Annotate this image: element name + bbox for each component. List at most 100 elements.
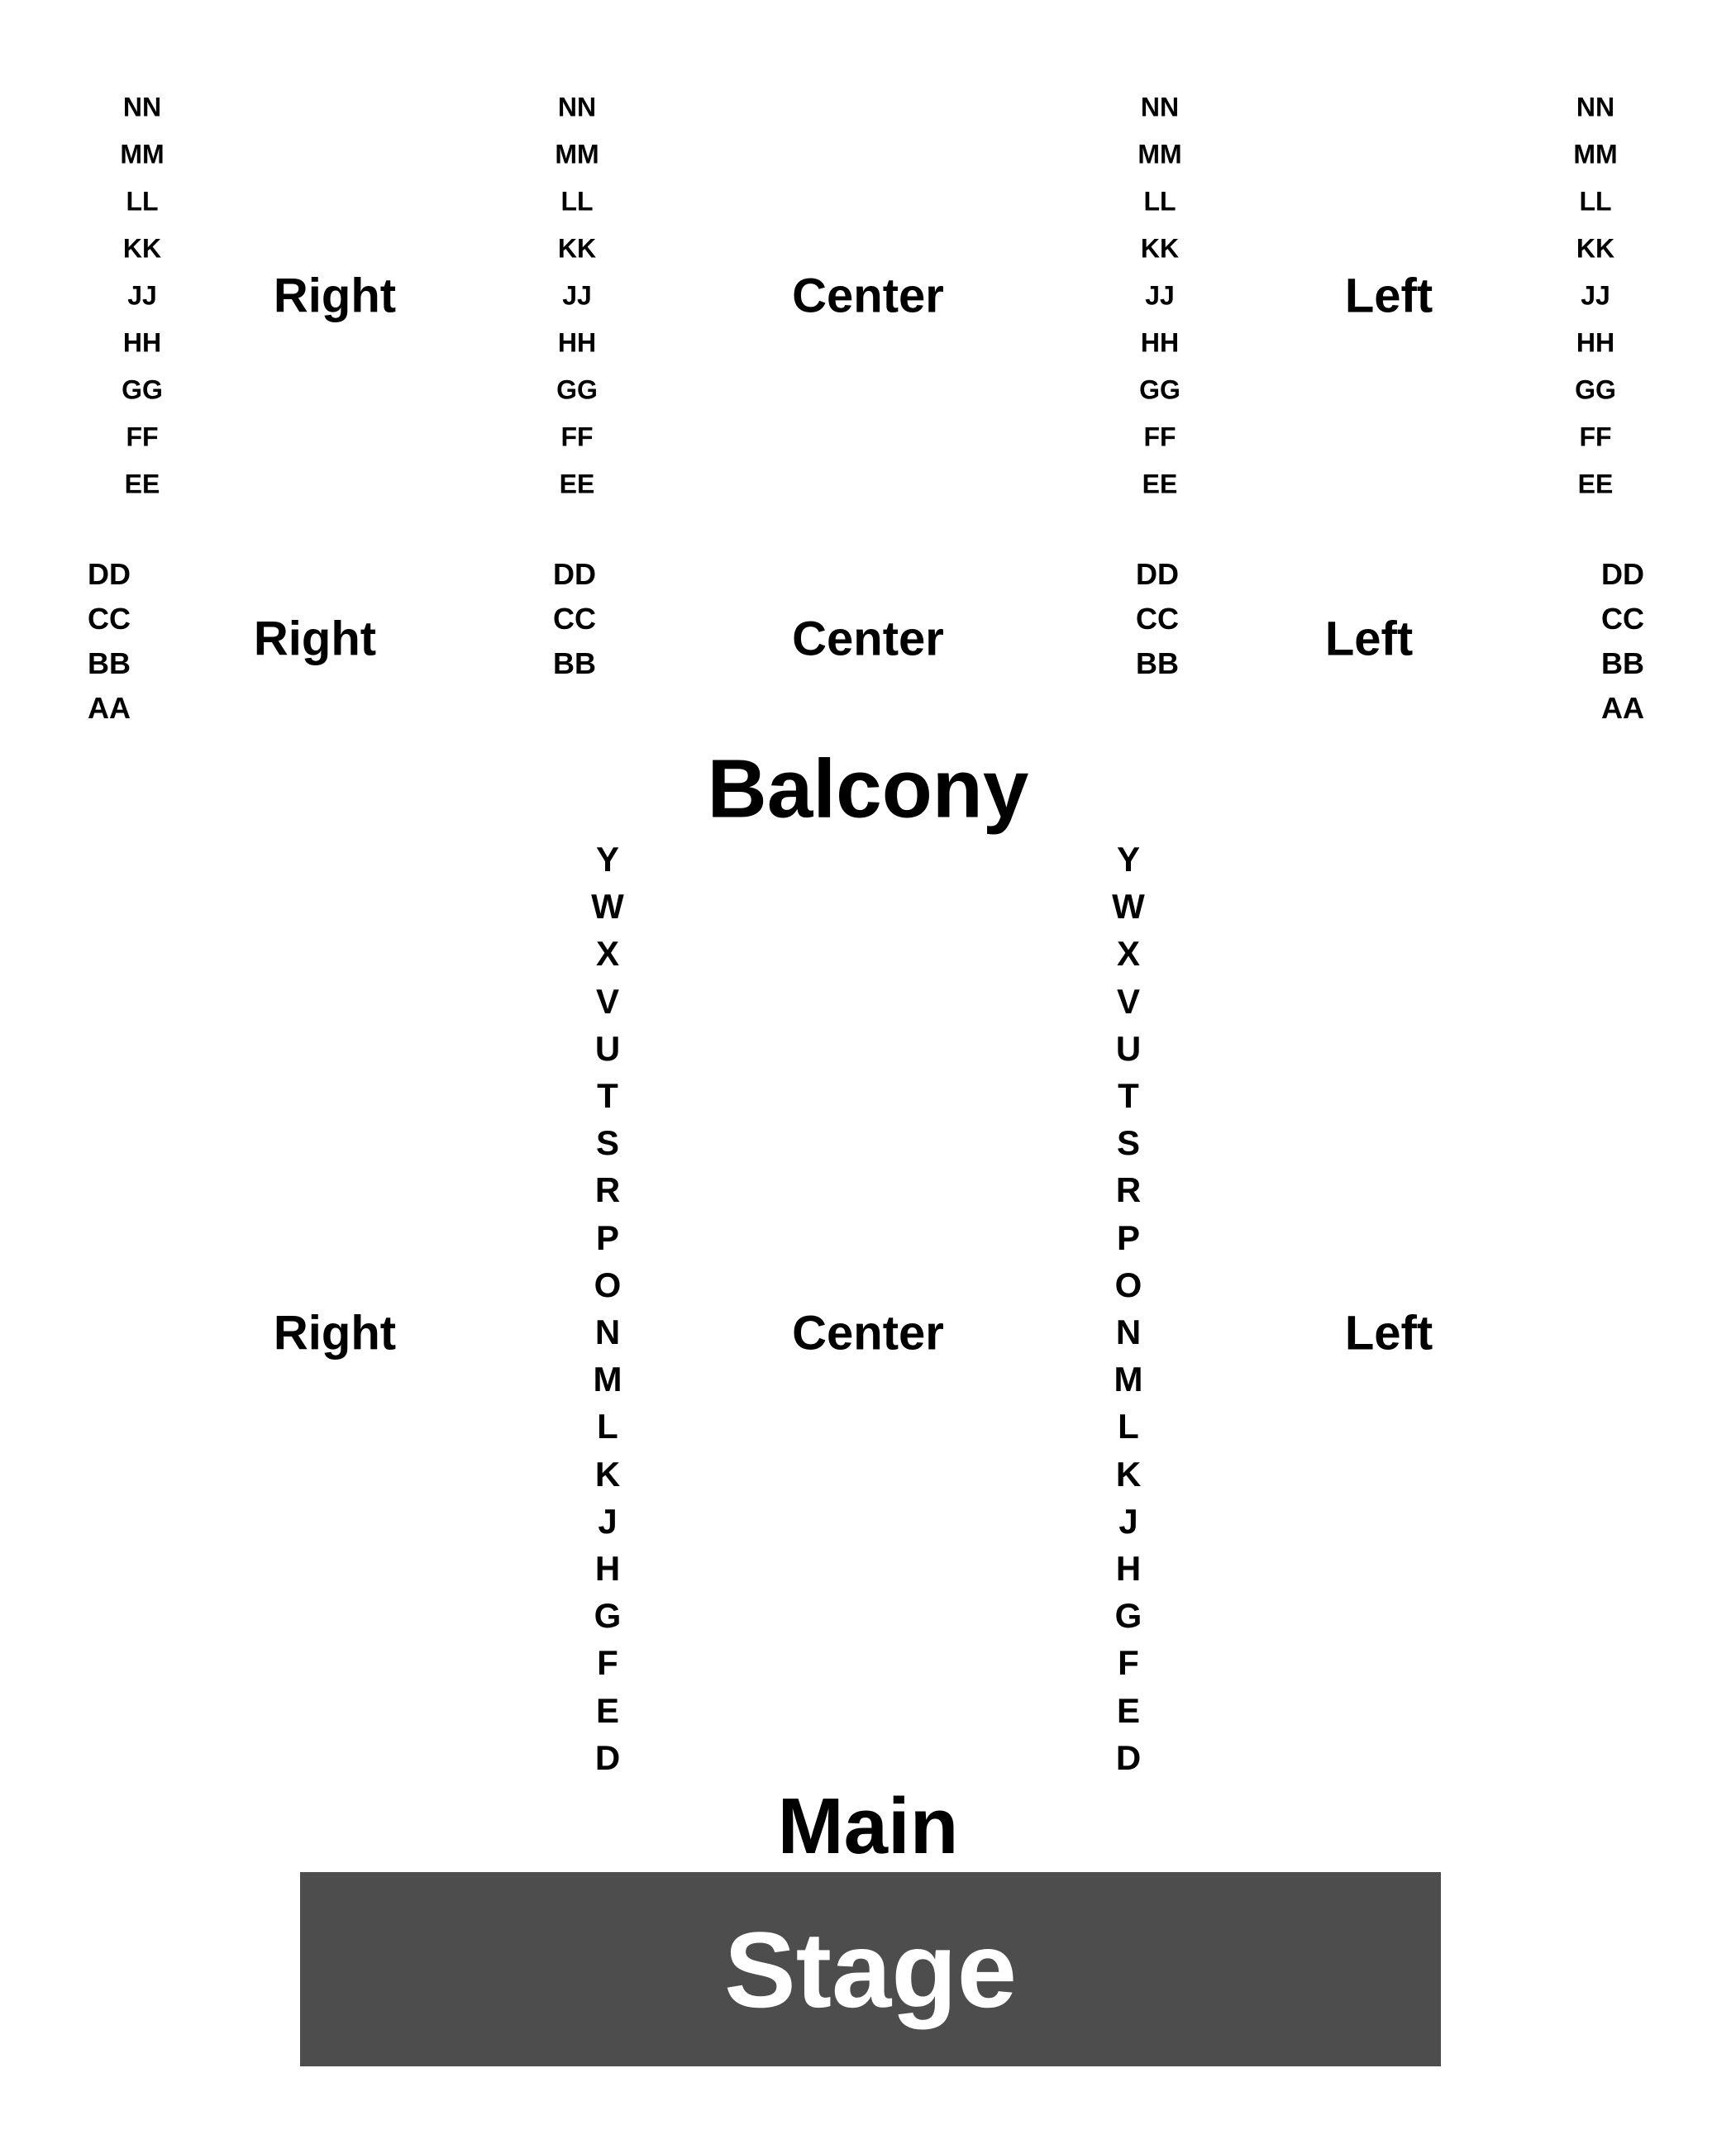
row-label: K [1115, 1454, 1142, 1494]
row-label: EE [124, 469, 160, 499]
row-label: X [595, 934, 619, 974]
row-label: E [595, 1690, 619, 1730]
row-label: KK [1576, 233, 1615, 264]
row-label: MM [120, 139, 165, 169]
row-label: U [1115, 1028, 1142, 1068]
row-label: F [597, 1643, 618, 1683]
row-label: FF [1143, 422, 1176, 452]
row-label: Y [595, 840, 619, 879]
row-label: W [591, 887, 624, 927]
row-label: LL [1143, 186, 1176, 217]
row-label: R [594, 1170, 621, 1210]
row-label: HH [1140, 327, 1180, 358]
row-label: LL [126, 186, 159, 217]
row-label: G [594, 1596, 622, 1636]
main-right-section-label: Right [273, 1306, 397, 1360]
row-label: JJ [127, 280, 157, 311]
row-label: GG [1575, 374, 1616, 405]
row-label: G [1114, 1596, 1142, 1636]
row-label: O [1114, 1265, 1142, 1304]
row-label: CC [88, 602, 131, 636]
row-label: R [1115, 1170, 1142, 1210]
row-label: J [598, 1501, 618, 1541]
row-label: KK [557, 233, 597, 264]
row-label: FF [126, 422, 159, 452]
row-label: JJ [1145, 280, 1175, 311]
balcony-upper-center-section-label: Center [792, 269, 944, 323]
row-label: S [1116, 1123, 1140, 1163]
row-label: V [1116, 981, 1140, 1021]
row-label: P [1116, 1217, 1140, 1257]
row-label: NN [557, 92, 597, 122]
row-label: J [1118, 1501, 1138, 1541]
row-label: KK [122, 233, 162, 264]
main-center-section-label: Center [792, 1306, 944, 1360]
row-label: H [1115, 1549, 1142, 1588]
row-label: P [595, 1217, 619, 1257]
row-label: JJ [1581, 280, 1610, 311]
row-label: MM [555, 139, 599, 169]
row-label: N [1115, 1313, 1142, 1351]
row-label: N [594, 1313, 621, 1351]
row-label: H [594, 1549, 621, 1588]
row-label: NN [1576, 92, 1615, 122]
stage: Stage [300, 1872, 1441, 2066]
row-label: F [1118, 1643, 1139, 1683]
row-label: D [594, 1737, 621, 1777]
balcony-lower-right-section-label: Right [253, 612, 377, 666]
row-label: BB [1601, 646, 1644, 680]
row-label: LL [1579, 186, 1612, 217]
row-label: GG [1139, 374, 1180, 405]
row-label: DD [88, 557, 131, 591]
row-label: V [595, 981, 619, 1021]
row-label: CC [553, 602, 596, 636]
row-label: O [594, 1265, 622, 1304]
row-label: DD [1136, 557, 1179, 591]
main-level-label: Main [777, 1782, 959, 1870]
row-label: BB [88, 646, 131, 680]
row-label: K [594, 1454, 621, 1494]
row-label: MM [1137, 139, 1182, 169]
row-label: EE [1142, 469, 1178, 499]
row-label: W [1112, 887, 1145, 927]
row-label: S [595, 1123, 619, 1163]
balcony-lower-center-section-label: Center [792, 612, 944, 666]
row-label: U [594, 1028, 621, 1068]
row-label: CC [1601, 602, 1644, 636]
row-label: M [1114, 1360, 1143, 1399]
row-label: X [1116, 934, 1140, 974]
balcony-upper-right-section-label: Right [273, 269, 397, 323]
row-label: CC [1136, 602, 1179, 636]
row-label: T [597, 1076, 618, 1115]
row-label: HH [557, 327, 597, 358]
row-label: DD [1601, 557, 1644, 591]
row-label: GG [556, 374, 598, 405]
row-label: EE [559, 469, 595, 499]
row-label: BB [1136, 646, 1179, 680]
row-label: BB [553, 646, 596, 680]
balcony-upper-left-section-label: Left [1344, 269, 1433, 323]
row-label: D [1115, 1737, 1142, 1777]
row-label: JJ [562, 280, 592, 311]
row-label: E [1116, 1690, 1140, 1730]
row-label: Y [1116, 840, 1140, 879]
row-label: AA [88, 691, 131, 725]
row-label: DD [553, 557, 596, 591]
row-label: AA [1601, 691, 1644, 725]
main-left-section-label: Left [1344, 1306, 1433, 1360]
row-label: EE [1577, 469, 1614, 499]
balcony-level-label: Balcony [707, 742, 1029, 836]
row-label: T [1118, 1076, 1139, 1115]
row-label: HH [122, 327, 162, 358]
row-label: NN [122, 92, 162, 122]
row-label: FF [1579, 422, 1612, 452]
row-label: L [597, 1407, 618, 1446]
row-label: GG [122, 374, 163, 405]
row-label: KK [1140, 233, 1180, 264]
balcony-lower-left-section-label: Left [1324, 612, 1414, 666]
row-label: LL [560, 186, 594, 217]
row-label: L [1118, 1407, 1139, 1446]
row-label: FF [560, 422, 594, 452]
row-label: HH [1576, 327, 1615, 358]
